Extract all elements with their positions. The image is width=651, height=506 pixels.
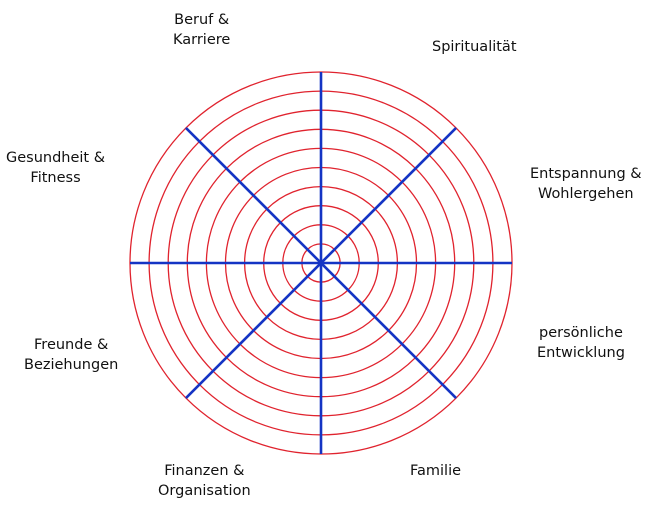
label-entspannung-wohlergehen: Entspannung & Wohlergehen <box>530 164 642 204</box>
label-spiritualitaet-line1: Spiritualität <box>432 39 517 55</box>
label-entspannung-line2: Wohlergehen <box>537 186 634 202</box>
label-beruf-karriere: Beruf & Karriere <box>173 10 230 50</box>
label-persoenlich-line1: persönliche <box>539 325 623 341</box>
wheel-spoke-4 <box>185 127 457 399</box>
label-gesundheit-line1: Gesundheit & <box>6 150 106 166</box>
label-finanzen-line2: Organisation <box>158 483 251 499</box>
label-persoenliche-entwicklung: persönliche Entwicklung <box>537 323 625 363</box>
label-beruf-line2: Karriere <box>173 32 231 48</box>
label-finanzen-organisation: Finanzen & Organisation <box>158 461 251 501</box>
label-beruf-line1: Beruf & <box>174 12 230 28</box>
label-freunde-beziehungen: Freunde & Beziehungen <box>24 335 118 375</box>
wheel-spokes <box>130 72 512 454</box>
label-familie: Familie <box>410 461 461 481</box>
label-spiritualitaet: Spiritualität <box>432 37 517 57</box>
label-finanzen-line1: Finanzen & <box>164 463 245 479</box>
label-entspannung-line1: Entspannung & <box>530 166 642 182</box>
label-familie-line1: Familie <box>410 463 462 479</box>
label-freunde-line1: Freunde & <box>34 337 109 353</box>
label-freunde-line2: Beziehungen <box>24 357 119 373</box>
label-gesundheit-fitness: Gesundheit & Fitness <box>6 148 105 188</box>
label-gesundheit-line2: Fitness <box>30 170 81 186</box>
label-persoenlich-line2: Entwicklung <box>537 345 625 361</box>
